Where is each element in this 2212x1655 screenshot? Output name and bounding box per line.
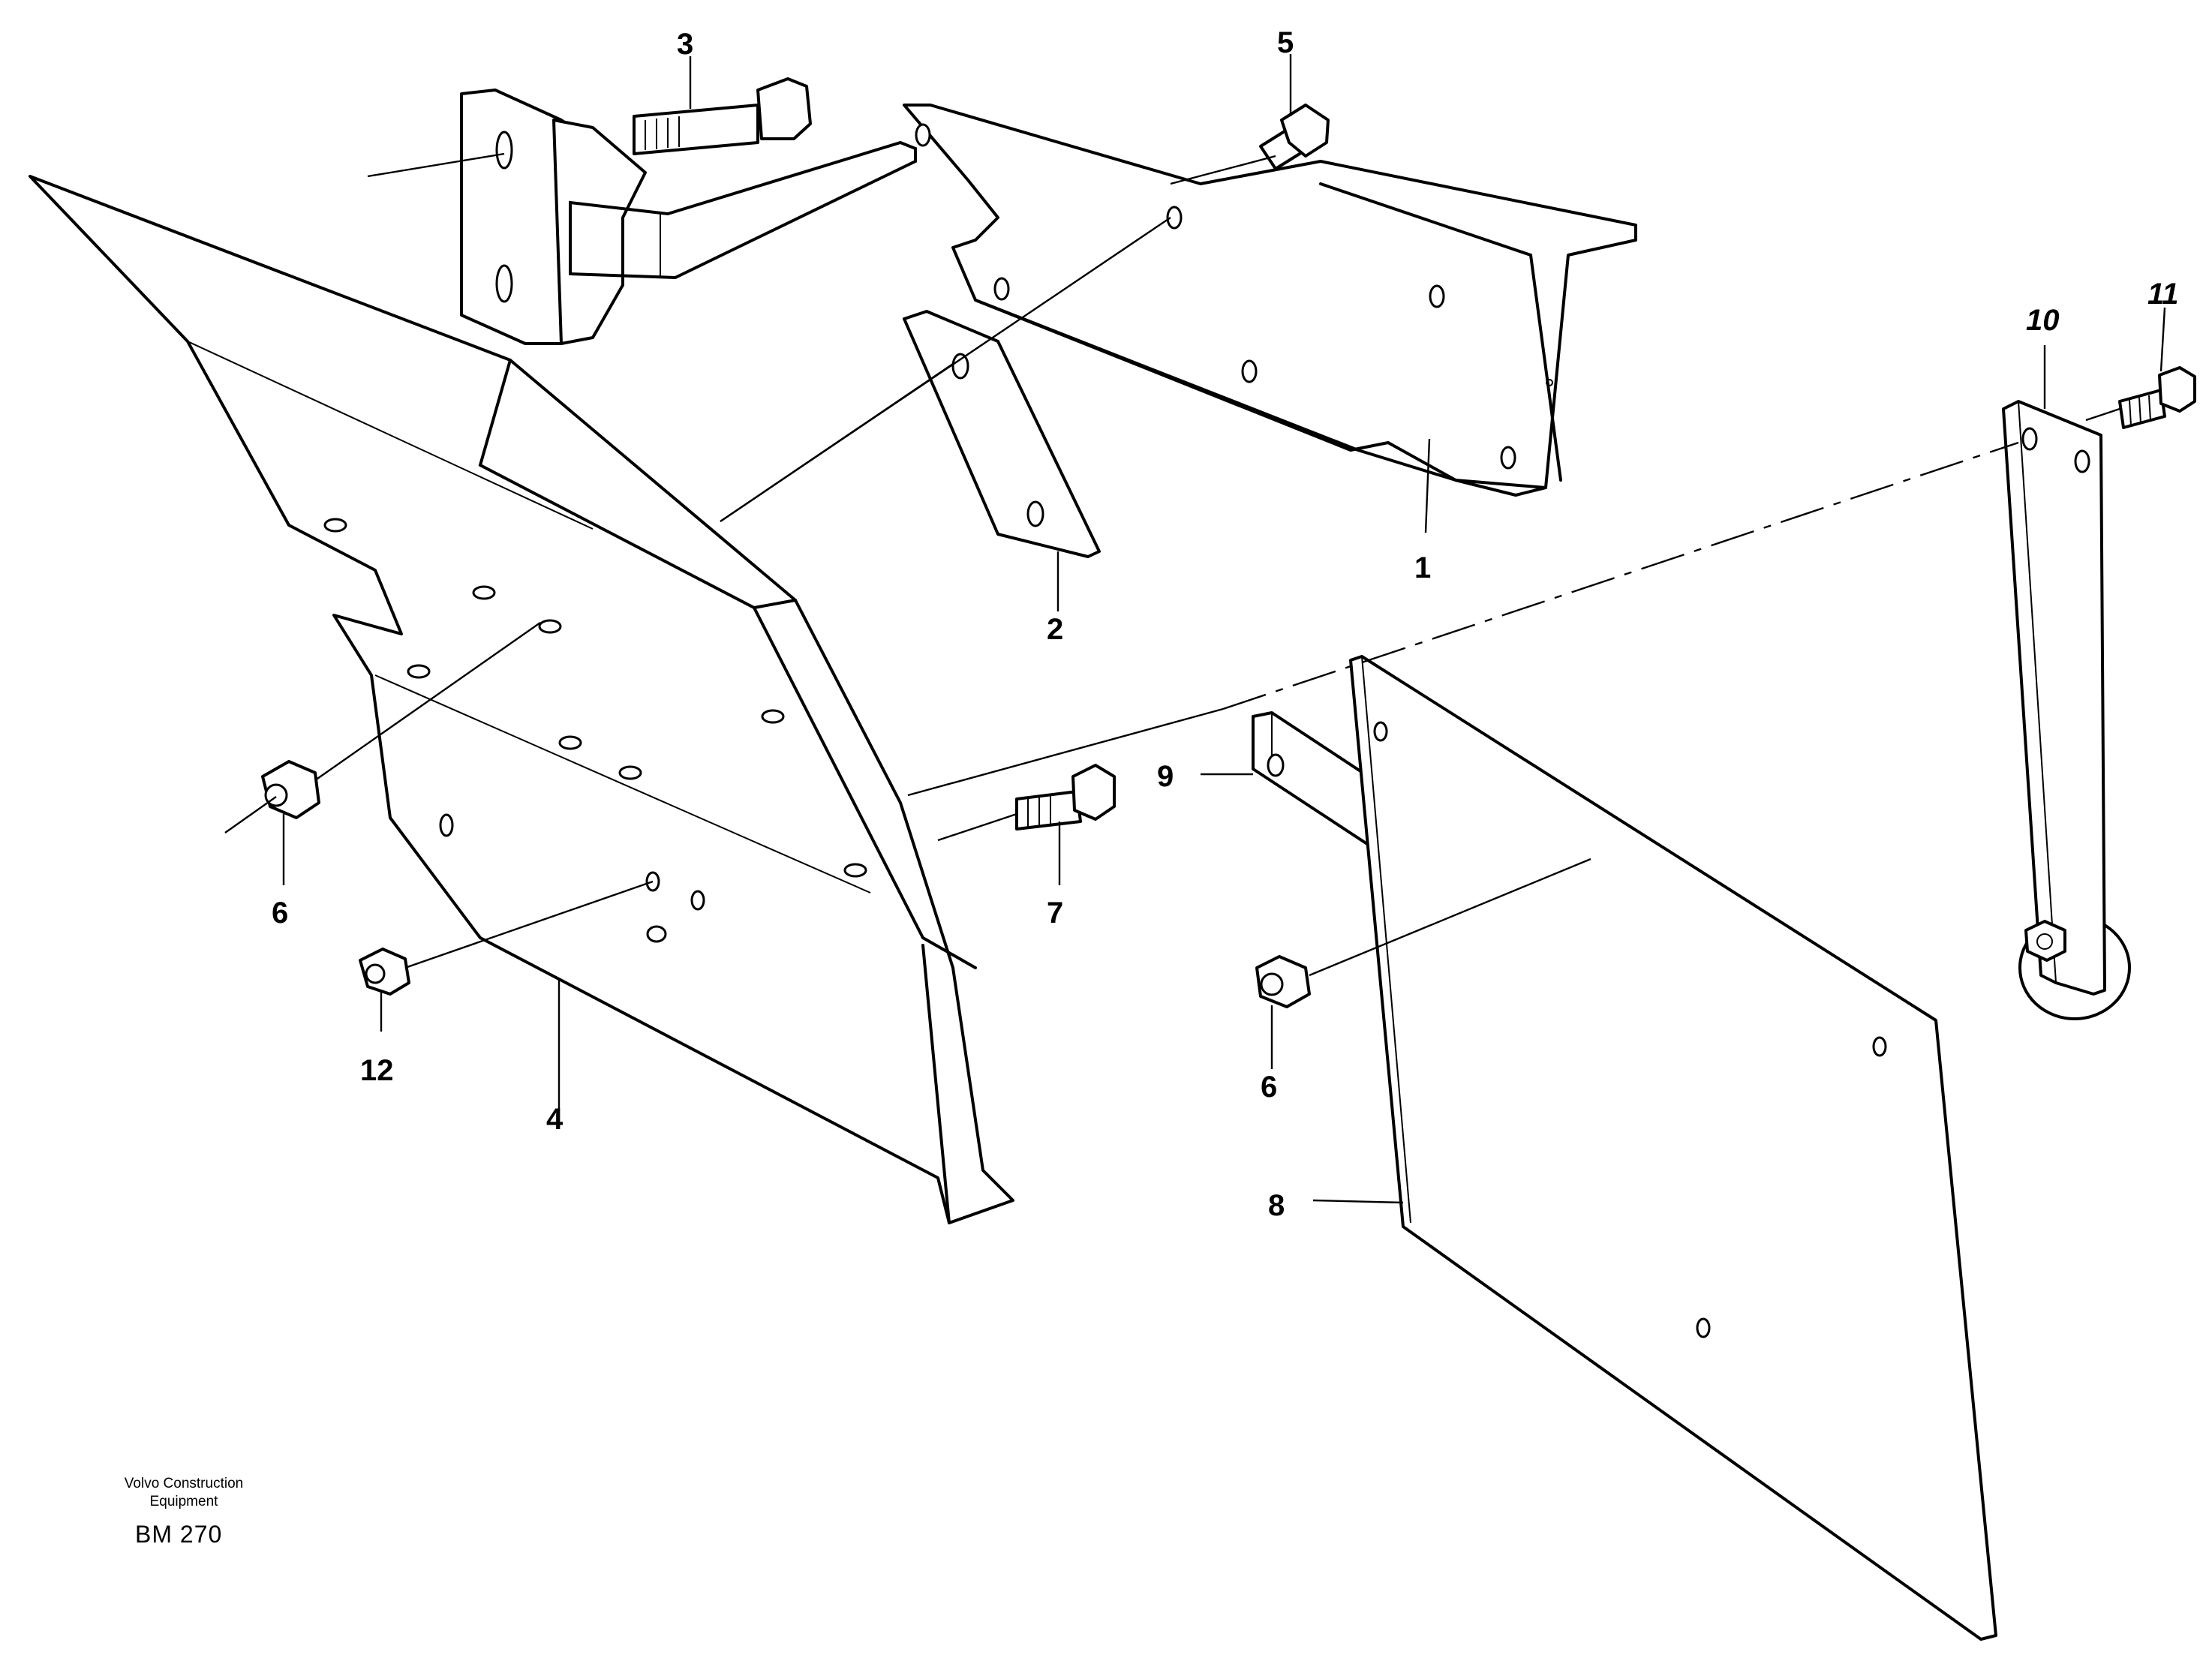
callout-9: 9: [1157, 760, 1174, 793]
callout-12: 12: [360, 1054, 394, 1087]
callout-1: 1: [1414, 551, 1431, 584]
part-1-beam: [903, 104, 1637, 497]
bolt-11: [2118, 366, 2196, 429]
drawing-code: BM 270: [135, 1521, 223, 1548]
bolt-5: [1259, 104, 1330, 170]
callout-8: 8: [1268, 1189, 1285, 1222]
nut-6-left: [261, 760, 320, 819]
callouts: 1 2 3 4 5 6 6 7 8 9 10 11 12: [224, 26, 2179, 1222]
publisher-line-1: Volvo Construction: [124, 1476, 244, 1491]
callout-7: 7: [1047, 897, 1063, 930]
callout-4: 4: [546, 1103, 564, 1136]
bolt-7: [1015, 764, 1116, 831]
callout-10: 10: [2026, 304, 2060, 337]
nut-6-right: [1255, 955, 1311, 1008]
callout-11: 11: [2147, 278, 2179, 311]
callout-5: 5: [1277, 26, 1294, 59]
part-2-plate: [903, 310, 1101, 558]
callout-6-right: 6: [1261, 1071, 1277, 1104]
part-3-bracket-arm: [460, 89, 917, 345]
part-10-hanger: [2002, 400, 2131, 1020]
assembly-lines: [314, 155, 2120, 977]
callout-3: 3: [677, 28, 693, 61]
publisher-line-2: Equipment: [149, 1494, 218, 1509]
callout-2: 2: [1047, 613, 1063, 646]
part-8-flap: [1349, 655, 1997, 1641]
publisher-caption: Volvo Construction Equipment: [98, 1475, 270, 1511]
bolt-3: [633, 77, 812, 155]
callout-6-left: 6: [272, 897, 288, 930]
nut-12: [359, 948, 410, 996]
part-4-guard: [29, 175, 1014, 1224]
